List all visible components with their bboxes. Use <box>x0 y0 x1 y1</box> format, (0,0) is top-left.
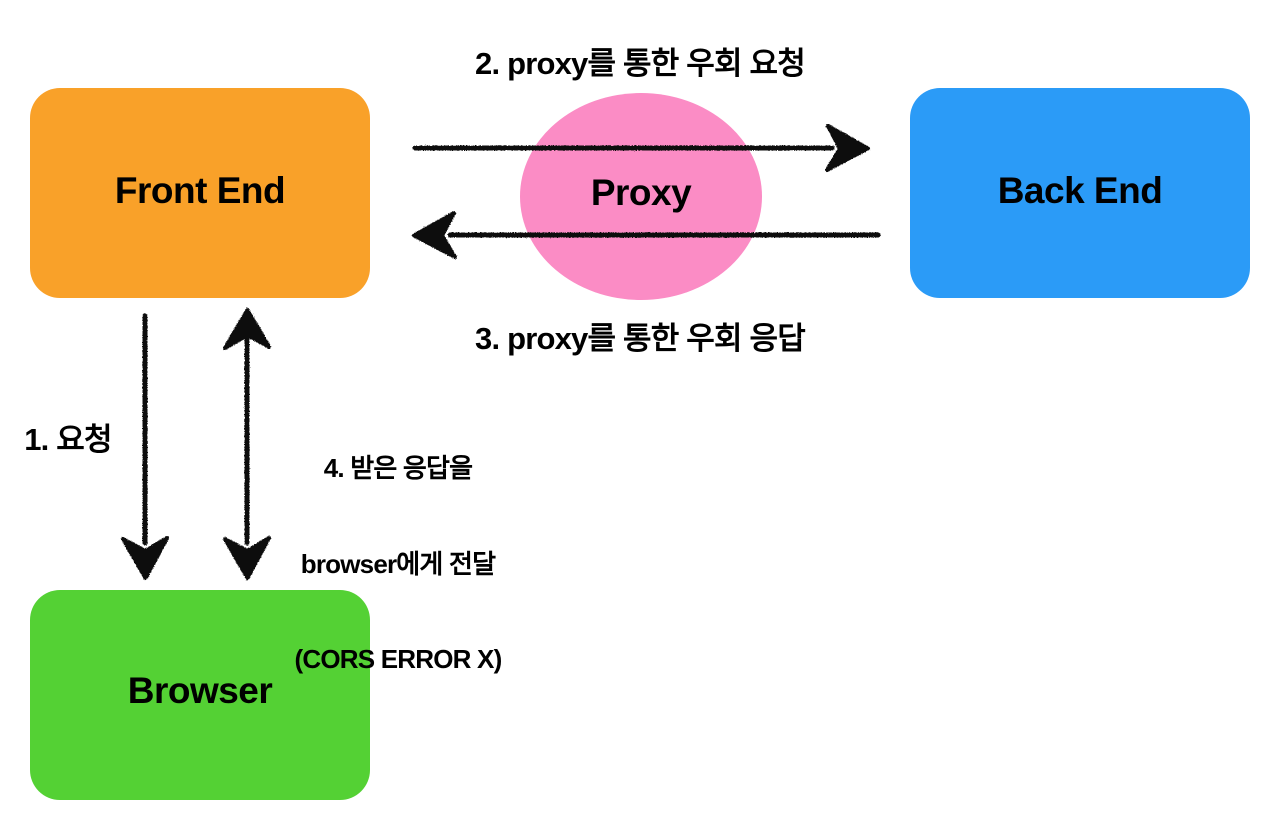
node-label-front-end: Front End <box>114 170 286 211</box>
edge-label-line-3: (CORS ERROR X) <box>294 643 503 674</box>
node-shape-proxy[interactable] <box>520 93 762 300</box>
edge-browser-deliver <box>223 308 271 580</box>
node-label-proxy: Proxy <box>590 172 692 213</box>
node-label-back-end: Back End <box>997 170 1163 211</box>
edge-label-browser-deliver: 4. 받은 응답을 browser에게 전달 (CORS ERROR X) <box>273 390 523 707</box>
node-shape-browser[interactable] <box>30 590 370 800</box>
node-label-browser: Browser <box>127 670 273 711</box>
edge-request-to-proxy <box>412 124 870 172</box>
edge-label-browser-request: 1. 요청 <box>24 422 112 457</box>
edge-label-response-from-proxy: 3. proxy를 통한 우회 응답 <box>475 321 806 356</box>
node-shape-back-end[interactable] <box>910 88 1250 298</box>
edge-label-request-to-proxy: 2. proxy를 통한 우회 요청 <box>475 46 806 81</box>
edge-response-from-proxy <box>412 211 881 259</box>
edge-label-line-2: browser에게 전달 <box>300 548 496 579</box>
edge-label-line-1: 4. 받은 응답을 <box>323 453 473 484</box>
edge-browser-request <box>121 313 169 580</box>
node-shape-front-end[interactable] <box>30 88 370 298</box>
